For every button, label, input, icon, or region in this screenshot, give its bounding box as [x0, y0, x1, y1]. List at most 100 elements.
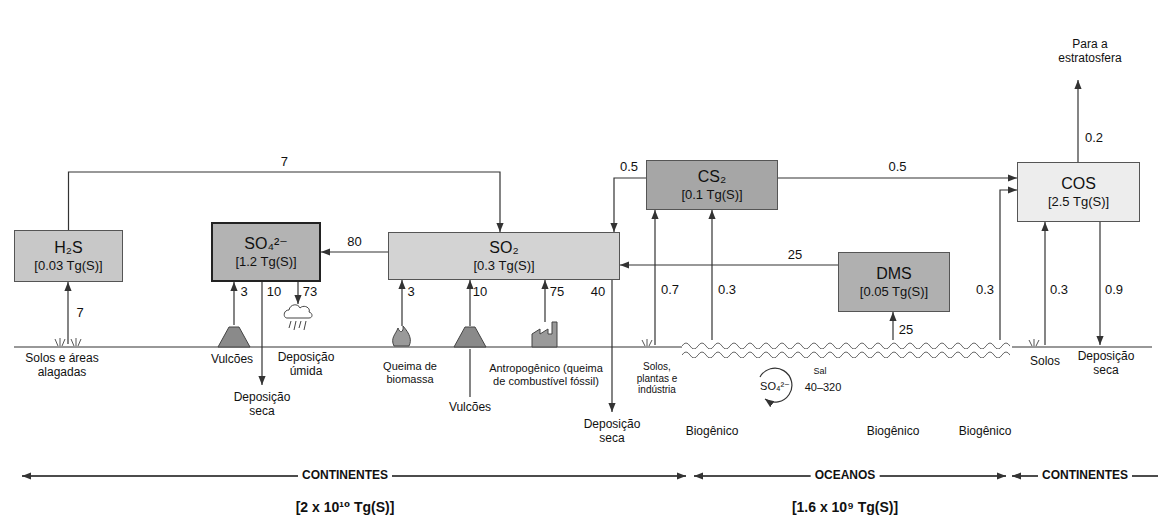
- flux-arrows: [68, 80, 1100, 412]
- flux-arrow: [544, 280, 545, 322]
- flux-value: 3: [240, 285, 247, 300]
- flux-value: 75: [550, 285, 564, 300]
- flux-arrow: [1099, 222, 1100, 345]
- factory-symbol: [532, 322, 557, 347]
- pool-size: [2.5 Tg(S)]: [1048, 194, 1109, 210]
- flux-value: 0.9: [1105, 283, 1123, 298]
- flux-connector: [620, 264, 838, 265]
- flux-connector: [321, 251, 388, 252]
- flux-value: 0.7: [661, 283, 679, 298]
- pool-size: [0.1 Tg(S)]: [681, 187, 742, 203]
- source-label: Biogênico: [867, 425, 920, 439]
- flux-value: 40–320: [805, 381, 842, 394]
- cycle-arrow: [760, 368, 792, 402]
- flux-value: 0.5: [886, 159, 908, 174]
- pool-size: [0.3 Tg(S)]: [473, 258, 534, 274]
- flux-arrow: [1077, 80, 1078, 162]
- volcano-symbol: [218, 327, 486, 347]
- rain-cloud-symbol: [284, 305, 312, 318]
- source-label: Vulcões: [211, 353, 253, 367]
- soil-symbol: [55, 338, 1039, 346]
- cycle-arrow: [760, 368, 792, 402]
- fire-symbol: [393, 326, 411, 346]
- soil-symbol: [55, 338, 81, 346]
- flux-value: 3: [407, 285, 414, 300]
- source-label: Solos, plantas e indústria: [632, 361, 682, 396]
- flux-value: 0.3: [976, 283, 994, 298]
- flux-value: 0.3: [1050, 283, 1068, 298]
- soil-symbol: [1029, 339, 1039, 346]
- species-name: DMS: [876, 264, 912, 284]
- extent-arrows: [22, 475, 1158, 477]
- flux-value: 10: [473, 285, 487, 300]
- region-label: OCEANOS: [811, 469, 880, 483]
- source-label: Solos e áreas alagadas: [15, 352, 110, 380]
- source-label: Deposição úmida: [271, 351, 341, 379]
- flux-arrow: [611, 280, 612, 412]
- volcano-symbol: [454, 327, 486, 347]
- source-label: Deposição seca: [227, 391, 297, 419]
- flux-value: 80: [345, 234, 363, 249]
- source-label: Para a estratosfera: [1050, 38, 1130, 66]
- source-label: SO₄²⁻: [760, 380, 790, 393]
- flux-connector: [778, 177, 1017, 178]
- source-label: Queima de biomassa: [380, 360, 440, 385]
- flux-arrow: [1044, 222, 1045, 345]
- pool-size: [0.05 Tg(S)]: [860, 284, 928, 300]
- flux-arrow: [401, 280, 402, 326]
- flux-arrow: [892, 312, 893, 340]
- flux-value: 7: [279, 154, 290, 169]
- pool-box: COS[2.5 Tg(S)]: [1017, 162, 1140, 222]
- source-label: Antropogênico (queima de combustível fós…: [488, 362, 604, 387]
- pool-size: [1.2 Tg(S)]: [235, 254, 296, 270]
- flux-value: 25: [899, 323, 913, 338]
- flux-value: 0.5: [618, 159, 640, 174]
- rain-lines: [289, 321, 306, 330]
- ground-line: [14, 346, 682, 347]
- flux-value: 73: [303, 285, 317, 300]
- flux-arrow: [297, 282, 298, 304]
- flux-arrow: [233, 282, 234, 325]
- flux-arrow: [654, 210, 655, 345]
- flux-arrow: [1000, 190, 1017, 340]
- region-label: CONTINENTES: [298, 469, 392, 483]
- species-name: H₂S: [54, 238, 82, 258]
- soil-symbol: [642, 339, 652, 346]
- region-label: CONTINENTES: [1038, 469, 1132, 483]
- flux-value: 10: [267, 285, 281, 300]
- leader-line: [469, 349, 470, 397]
- fire-symbol: [393, 326, 411, 346]
- flux-value: 0.3: [718, 283, 736, 298]
- region-label: [2 x 10¹⁰ Tg(S)]: [296, 499, 395, 515]
- ocean-waves: [682, 340, 1010, 358]
- pool-box: SO₄²⁻[1.2 Tg(S)]: [211, 222, 321, 282]
- pool-box: SO₂[0.3 Tg(S)]: [388, 232, 620, 280]
- flux-value: 0.2: [1085, 131, 1103, 146]
- flux-arrow: [261, 282, 262, 385]
- pool-box: CS₂[0.1 Tg(S)]: [646, 160, 778, 210]
- flux-arrow: [711, 210, 712, 340]
- source-label: Biogênico: [686, 425, 739, 439]
- flux-value: 40: [591, 285, 605, 300]
- volcano-symbol: [218, 327, 250, 347]
- flux-value: 25: [786, 247, 804, 262]
- factory-symbol: [532, 322, 557, 347]
- source-label: Deposição seca: [577, 418, 647, 446]
- rain-cloud-symbol: [284, 305, 312, 330]
- flux-value: 7: [76, 306, 83, 321]
- source-label: Deposição seca: [1071, 350, 1141, 378]
- ground-line: [1012, 346, 1152, 347]
- flux-arrow: [67, 282, 68, 344]
- source-label: Vulcões: [449, 401, 491, 415]
- region-label: [1.6 x 10⁹ Tg(S)]: [792, 499, 898, 515]
- flux-connector: [614, 178, 646, 232]
- species-name: CS₂: [698, 167, 726, 187]
- source-label: Sal: [813, 366, 826, 376]
- flux-arrow: [469, 280, 470, 326]
- species-name: SO₂: [489, 238, 518, 258]
- pool-box: H₂S[0.03 Tg(S)]: [14, 230, 123, 282]
- species-name: SO₄²⁻: [244, 234, 287, 254]
- source-label: Solos: [1030, 355, 1060, 369]
- pool-box: DMS[0.05 Tg(S)]: [838, 252, 950, 312]
